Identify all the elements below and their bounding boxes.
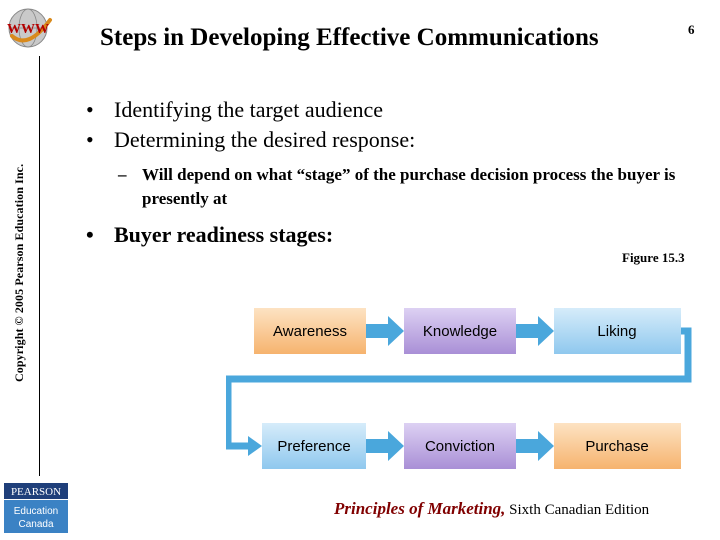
stage-purchase-box: [554, 423, 681, 469]
slide-title: Steps in Developing Effective Communicat…: [100, 24, 599, 51]
buyer-readiness-diagram: Awareness Knowledge Liking Preference Co…: [226, 308, 692, 469]
footer-edition: Sixth Canadian Edition: [505, 502, 650, 518]
arrow-knowledge-liking: [516, 316, 554, 346]
copyright-notice: Copyright © 2005 Pearson Education Inc.: [12, 163, 26, 382]
arrow-preference-conviction: [366, 431, 404, 461]
arrow-awareness-knowledge: [366, 316, 404, 346]
bullet-item: Buyer readiness stages:: [86, 222, 333, 248]
publisher-line2: Canada: [18, 519, 53, 530]
stage-awareness-label: Awareness: [273, 323, 347, 340]
sub-bullet-text: Will depend on what “stage” of the purch…: [142, 165, 676, 208]
stage-awareness-box: [254, 308, 366, 354]
stage-liking-box: [554, 308, 681, 354]
stage-knowledge-box: [404, 308, 516, 354]
flow-arrowhead: [248, 436, 262, 456]
bullet-list-buyer: Buyer readiness stages:: [86, 222, 333, 248]
stage-conviction-label: Conviction: [425, 438, 495, 455]
bullet-item: Identifying the target audience: [86, 95, 415, 125]
bullet-item: Determining the desired response:: [86, 125, 415, 155]
flow-connector: [226, 327, 692, 450]
stage-purchase-label: Purchase: [585, 438, 648, 455]
www-globe-logo: WWW: [7, 8, 52, 48]
stage-liking-label: Liking: [597, 323, 636, 340]
stage-preference-label: Preference: [277, 438, 350, 455]
figure-label: Figure 15.3: [622, 250, 685, 265]
bullet-text: Identifying the target audience: [114, 97, 383, 122]
stage-knowledge-label: Knowledge: [423, 323, 497, 340]
arrow-conviction-purchase: [516, 431, 554, 461]
sub-bullet-dash: –: [118, 165, 127, 184]
publisher-line1: Education: [14, 506, 58, 517]
stage-preference-box: [262, 423, 366, 469]
footer-citation: Principles of Marketing, Sixth Canadian …: [334, 499, 649, 519]
stage-conviction-box: [404, 423, 516, 469]
bullet-text: Determining the desired response:: [114, 127, 416, 152]
bullet-text: Buyer readiness stages:: [114, 222, 334, 247]
slide-number: 6: [688, 22, 695, 37]
publisher-name: PEARSON: [11, 486, 61, 498]
footer-book-title: Principles of Marketing,: [334, 499, 506, 518]
www-logo-text: WWW: [7, 22, 49, 37]
left-vertical-rule: [39, 56, 40, 476]
bullet-list: Identifying the target audience Determin…: [86, 95, 415, 155]
pearson-education-logo: PEARSON Education Canada: [4, 483, 68, 533]
sub-bullet: – Will depend on what “stage” of the pur…: [118, 163, 678, 211]
